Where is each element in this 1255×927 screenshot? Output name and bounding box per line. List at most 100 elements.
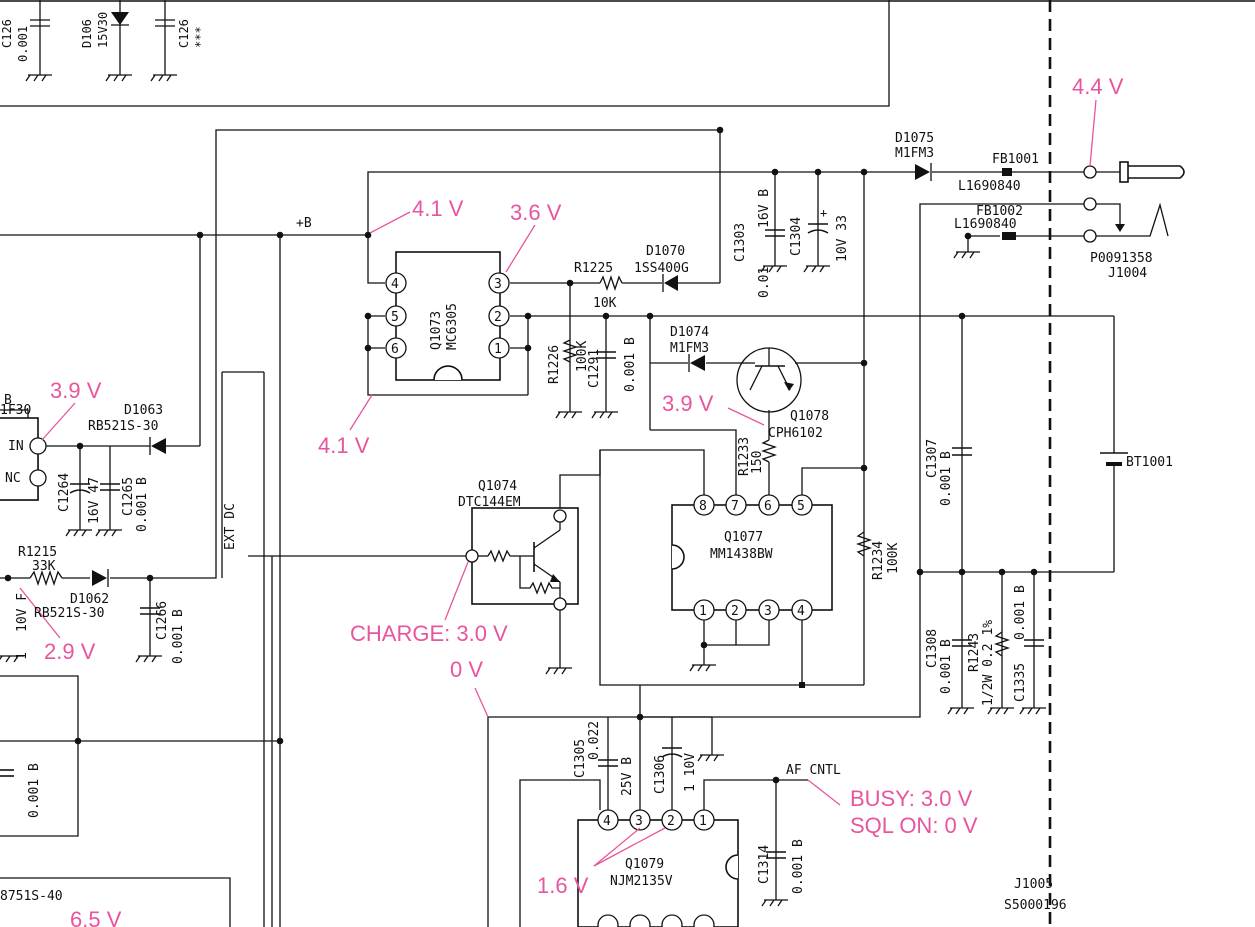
fb1002-ground <box>953 251 980 259</box>
d1075-diode <box>915 163 932 181</box>
charge-voltage: CHARGE: 3.0 V <box>350 621 508 646</box>
r1226-ground <box>555 411 582 419</box>
d1074-type: M1FM3 <box>670 341 709 356</box>
ext-dc-label: EXT DC <box>223 503 238 550</box>
fb1002-label: FB1002 <box>976 204 1023 219</box>
r1233-label: R1233 <box>737 437 752 476</box>
left-lower-ground <box>0 655 24 663</box>
voltage-4-1v-top: 4.1 V <box>412 196 464 221</box>
c1305-capacitor <box>598 759 618 767</box>
r1243-label: R1243 <box>967 633 982 672</box>
q1077-label: Q1077 <box>724 530 763 545</box>
svg-text:3: 3 <box>635 814 643 829</box>
f30-label: 1F30 <box>0 403 31 418</box>
d1063-label: D1063 <box>124 403 163 418</box>
r1215-value: 33K <box>32 559 56 574</box>
svg-text:2: 2 <box>494 310 502 325</box>
voltage-1-6v: 1.6 V <box>537 873 589 898</box>
c1304-capacitor: + <box>803 206 830 273</box>
sql-on-voltage: SQL ON: 0 V <box>850 813 978 838</box>
busy-voltage: BUSY: 3.0 V <box>850 786 973 811</box>
left-cap-rating: 10V F <box>15 593 30 632</box>
svg-text:1: 1 <box>699 814 707 829</box>
fb1001-label: FB1001 <box>992 152 1039 167</box>
q1078-label: Q1078 <box>790 409 829 424</box>
r1225-label: R1225 <box>574 261 613 276</box>
svg-text:5: 5 <box>391 310 399 325</box>
voltage-3-9v-left: 3.9 V <box>50 378 102 403</box>
b-marker: B <box>4 393 12 408</box>
j1004-label: J1004 <box>1108 266 1147 281</box>
svg-text:4: 4 <box>391 277 399 292</box>
fb1002-bead <box>1002 232 1016 240</box>
q1078-type: CPH6102 <box>768 426 823 441</box>
fb1001-part: L1690840 <box>958 179 1021 194</box>
q1074-type: DTC144EM <box>458 495 521 510</box>
d1070-diode <box>662 274 678 292</box>
bt1001-battery <box>1100 452 1128 466</box>
voltage-0v: 0 V <box>450 657 483 682</box>
svg-text:5: 5 <box>797 499 805 514</box>
svg-text:1: 1 <box>494 342 502 357</box>
voltage-4-4v: 4.4 V <box>1072 74 1124 99</box>
c1306-capacitor <box>661 747 683 758</box>
c1265-label: C1265 <box>121 477 136 516</box>
c1305-type: 25V B <box>620 757 635 796</box>
c1265-capacitor <box>95 483 122 537</box>
c1291-value: 0.001 B <box>623 337 638 392</box>
r1234-label: R1234 <box>871 541 886 580</box>
c1314-label: C1314 <box>757 845 772 884</box>
c1303-value: 0.01 <box>757 267 772 298</box>
c1304-value: 10V 33 <box>835 215 850 262</box>
r1225-value: 10K <box>593 296 617 311</box>
fb1002-part: L1690840 <box>954 217 1017 232</box>
q1077-ground <box>689 664 716 672</box>
j1004-jack <box>1083 161 1185 243</box>
left-bottom-capacitor <box>0 769 14 777</box>
left-in-nc-connector <box>0 417 47 501</box>
c1308-label: C1308 <box>925 629 940 668</box>
r1233-resistor <box>760 439 778 463</box>
svg-text:6: 6 <box>391 342 399 357</box>
voltage-3-6v: 3.6 V <box>510 200 562 225</box>
svg-text:2: 2 <box>731 604 739 619</box>
d1074-diode <box>688 354 705 372</box>
junction-dots <box>4 126 1038 784</box>
c1306-value: 1 10V <box>683 753 698 792</box>
svg-text:6: 6 <box>764 499 772 514</box>
voltage-leader-lines <box>19 99 1097 867</box>
main-wiring <box>0 129 1115 927</box>
bt1001-label: BT1001 <box>1126 455 1173 470</box>
d1075-label: D1075 <box>895 131 934 146</box>
c1307-value: 0.001 B <box>939 451 954 506</box>
top-module-outline <box>0 0 890 107</box>
c1266-value: 0.001 B <box>171 609 186 664</box>
left-cap-value: 1 <box>15 652 30 660</box>
c1303-capacitor <box>760 229 787 273</box>
q1073-ic: 4 5 6 3 2 1 <box>385 251 510 381</box>
c1264-label: C1264 <box>57 473 72 512</box>
voltage-2-9v: 2.9 V <box>44 639 96 664</box>
c1265-value: 0.001 B <box>135 477 150 532</box>
q1077-ic: 8 7 6 5 1 2 3 4 <box>671 494 833 621</box>
q1077-type: MM1438BW <box>710 547 773 562</box>
q1078-transistor <box>736 347 802 413</box>
in-label: IN <box>8 439 24 454</box>
j1004-part: P0091358 <box>1090 251 1153 266</box>
c1335-label: C1335 <box>1013 663 1028 702</box>
top-stars: *** <box>193 26 207 48</box>
q1073-type: MC6305 <box>445 303 460 350</box>
c1314-capacitor <box>761 851 788 907</box>
svg-text:+: + <box>820 206 827 220</box>
r1243-resistor <box>987 631 1014 715</box>
q1074-transistor <box>465 507 579 611</box>
top-c126b-label: C126 <box>177 19 191 48</box>
fb1001-bead <box>1002 168 1012 176</box>
c1335-capacitor <box>1019 639 1046 715</box>
r1215-resistor <box>29 569 63 587</box>
r1226-label: R1226 <box>547 345 562 384</box>
top-c126-value: 0.001 <box>16 26 30 62</box>
q1074-label: Q1074 <box>478 479 517 494</box>
voltage-3-9v-q1078: 3.9 V <box>662 391 714 416</box>
